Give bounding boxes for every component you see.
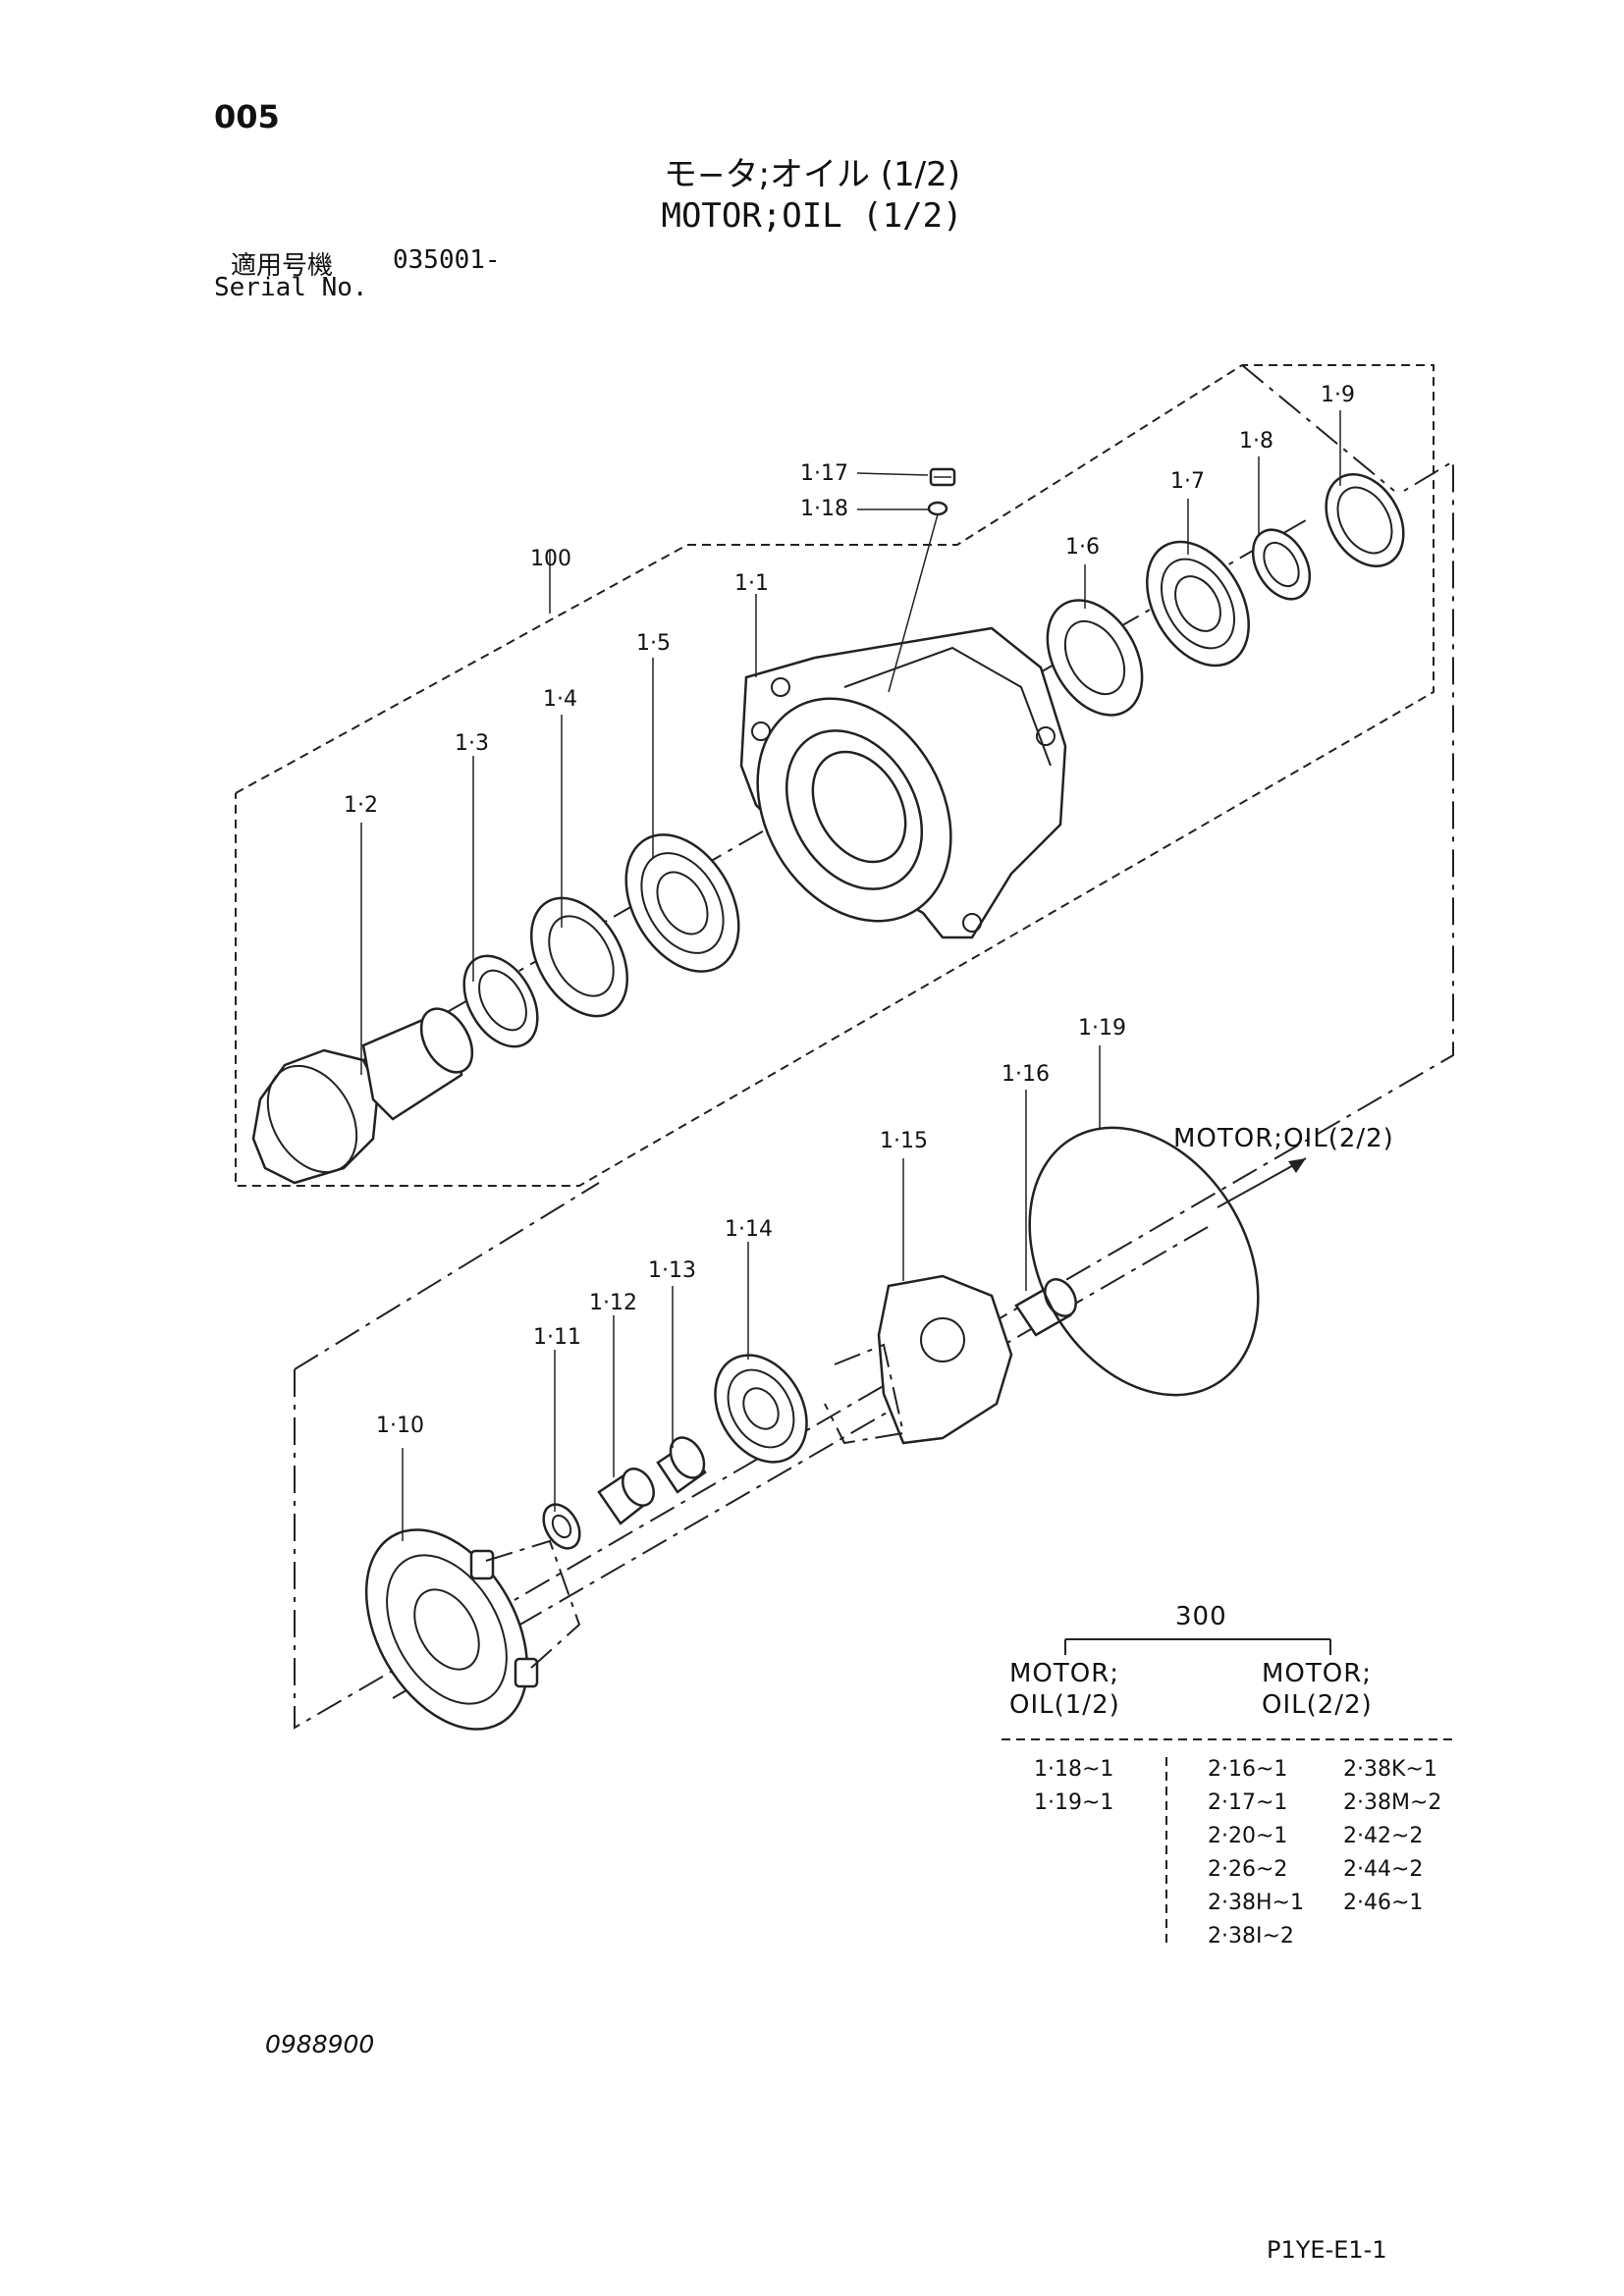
callout-1-3: 1·3 <box>455 731 489 756</box>
callout-1-5: 1·5 <box>636 631 671 656</box>
planet-gear-1-14 <box>714 1354 808 1464</box>
kit-col2b-item: 2·44~2 <box>1343 1857 1424 1882</box>
callout-1-16: 1·16 <box>1001 1062 1050 1087</box>
kit-col2a-item: 2·17~1 <box>1208 1790 1288 1815</box>
callout-1-13: 1·13 <box>648 1258 696 1283</box>
spline-shaft-1-16 <box>1014 1278 1077 1337</box>
callout-1-9: 1·9 <box>1321 383 1355 407</box>
callout-1-15: 1·15 <box>880 1129 928 1153</box>
callout-1-18: 1·18 <box>800 497 848 521</box>
seal-1-6 <box>1046 599 1144 717</box>
kit-col2a-item: 2·38H~1 <box>1208 1891 1304 1915</box>
plug-1-17 <box>929 467 956 487</box>
kit-number: 300 <box>1175 1602 1227 1631</box>
kit-col2a-item: 2·20~1 <box>1208 1824 1288 1848</box>
callout-1-12: 1·12 <box>589 1291 637 1315</box>
callout-1-8: 1·8 <box>1239 429 1273 454</box>
needle-bearing-1-13 <box>656 1436 707 1494</box>
kit-col1-item: 1·18~1 <box>1034 1757 1114 1782</box>
kit-col2b-item: 2·38K~1 <box>1343 1757 1437 1782</box>
serial-label: Serial No. <box>214 273 368 302</box>
page-number: 005 <box>214 98 280 135</box>
page-title-jp: モ−タ;オイル (1/2) <box>664 155 960 194</box>
callout-1-7: 1·7 <box>1170 469 1205 494</box>
continuation-arrow <box>1217 1157 1307 1208</box>
callout-1-6: 1·6 <box>1065 535 1100 560</box>
kit-col1-item: 1·19~1 <box>1034 1790 1114 1815</box>
callout-1-2: 1·2 <box>344 793 378 818</box>
o-ring-1-18 <box>927 501 948 516</box>
serial-label-jp: 適用号機 <box>231 251 334 281</box>
washer-1-11 <box>542 1503 581 1550</box>
ring-1-8 <box>1251 528 1312 601</box>
kit-col1-header-2: OIL(1/2) <box>1009 1690 1120 1720</box>
kit-col2b-item: 2·38M~2 <box>1343 1790 1442 1815</box>
housing-part <box>739 626 1067 939</box>
kit-100-boundary <box>235 364 1435 1187</box>
bearing-1-7 <box>1146 540 1250 667</box>
callout-1-17: 1·17 <box>800 461 848 486</box>
kit-col2b-item: 2·46~1 <box>1343 1891 1424 1915</box>
kit-col2a-item: 2·38I~2 <box>1208 1924 1294 1949</box>
ring-1-3 <box>462 954 539 1048</box>
ring-1-9 <box>1325 473 1405 567</box>
washer-1-4 <box>529 896 629 1018</box>
carrier-1-10 <box>364 1528 581 1731</box>
callout-1-19: 1·19 <box>1078 1016 1126 1041</box>
kit-col2-header-1: MOTOR; <box>1262 1659 1373 1688</box>
kit-col2-header-2: OIL(2/2) <box>1262 1690 1373 1720</box>
kit-col2a-item: 2·16~1 <box>1208 1757 1288 1782</box>
callout-1-1: 1·1 <box>734 571 769 596</box>
assembly-boundary <box>294 459 1454 1730</box>
callout-1-10: 1·10 <box>376 1414 424 1438</box>
callout-1-14: 1·14 <box>725 1217 773 1242</box>
sleeve-1-12 <box>597 1468 655 1525</box>
continuation-label: MOTOR;OIL(2/2) <box>1173 1124 1394 1153</box>
page-code: P1YE-E1-1 <box>1267 2236 1387 2264</box>
document-code: 0988900 <box>265 2030 375 2058</box>
pinion-shaft-part <box>251 1007 474 1185</box>
o-ring-1-19 <box>1028 1126 1260 1397</box>
page-title: MOTOR;OIL (1/2) <box>661 196 963 236</box>
callout-1-4: 1·4 <box>543 687 577 712</box>
kit-col1-header-1: MOTOR; <box>1009 1659 1120 1688</box>
kit-col2b-item: 2·42~2 <box>1343 1824 1424 1848</box>
callout-100: 100 <box>530 547 571 571</box>
serial-value: 035001- <box>393 245 501 275</box>
thrust-plate-1-15 <box>824 1274 1013 1445</box>
kit-col2a-item: 2·26~2 <box>1208 1857 1288 1882</box>
bearing-1-5 <box>624 833 740 973</box>
callout-1-11: 1·11 <box>533 1325 581 1350</box>
